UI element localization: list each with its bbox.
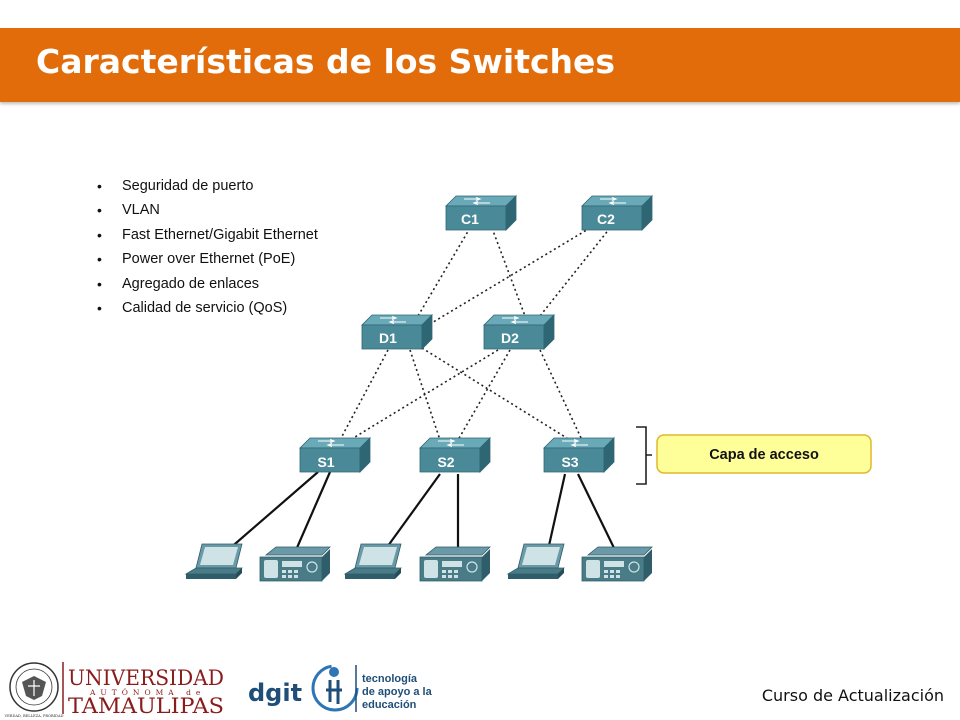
laptop-icon xyxy=(344,543,402,580)
uplink-lines xyxy=(339,227,611,441)
feature-item: Calidad de servicio (QoS) xyxy=(94,296,318,320)
layer-bracket xyxy=(636,426,652,485)
ip-phone-icon xyxy=(259,546,331,582)
switch-label: S3 xyxy=(561,454,578,470)
feature-list: Seguridad de puerto VLAN Fast Ethernet/G… xyxy=(94,174,318,320)
switch-d2: D2 xyxy=(483,314,555,350)
switch-c1: C1 xyxy=(445,195,517,231)
switch-c2: C2 xyxy=(581,195,653,231)
switch-label: C1 xyxy=(461,211,479,227)
switch-d1: D1 xyxy=(361,314,433,350)
switch-s2: S2 xyxy=(419,437,491,473)
laptop-icon xyxy=(507,543,565,580)
university-seal-icon: VERDAD, BELLEZA, PROBIDAD xyxy=(4,662,64,718)
switch-s3: S3 xyxy=(543,437,615,473)
dgit-text-line2: de apoyo a la xyxy=(362,686,433,698)
layer-label: Capa de acceso xyxy=(709,447,819,463)
dgit-wordmark: dgit xyxy=(248,679,302,707)
university-state: TAMAULIPAS xyxy=(68,694,224,718)
feature-item: Seguridad de puerto xyxy=(94,174,318,198)
ip-phone-icon xyxy=(419,546,491,582)
laptop-icon xyxy=(185,543,243,580)
access-links xyxy=(227,471,616,551)
university-name: UNIVERSIDAD xyxy=(68,666,224,690)
switch-label: D2 xyxy=(501,330,519,346)
layer-label-box: Capa de acceso xyxy=(656,434,872,474)
slide-title: Características de los Switches xyxy=(36,42,616,81)
switch-label: C2 xyxy=(597,211,615,227)
switch-s1: S1 xyxy=(299,437,371,473)
dgit-text-line3: educación xyxy=(362,699,417,711)
switch-label: S2 xyxy=(437,454,454,470)
university-sub: AUTÓNOMA de xyxy=(89,688,205,697)
feature-item: Fast Ethernet/Gigabit Ethernet xyxy=(94,223,318,247)
footer-logos: VERDAD, BELLEZA, PROBIDAD UNIVERSIDAD AU… xyxy=(4,662,433,718)
feature-item: Power over Ethernet (PoE) xyxy=(94,247,318,271)
seal-motto: VERDAD, BELLEZA, PROBIDAD xyxy=(4,714,64,718)
switch-label: D1 xyxy=(379,330,397,346)
ip-phone-icon xyxy=(581,546,653,582)
dgit-logo-icon: dgit xyxy=(248,664,359,712)
dgit-text-line1: tecnología xyxy=(362,673,418,685)
switch-label: S1 xyxy=(317,454,334,470)
feature-item: Agregado de enlaces xyxy=(94,272,318,296)
title-bar: Características de los Switches xyxy=(0,28,960,102)
course-label: Curso de Actualización xyxy=(761,686,944,705)
feature-item: VLAN xyxy=(94,198,318,222)
